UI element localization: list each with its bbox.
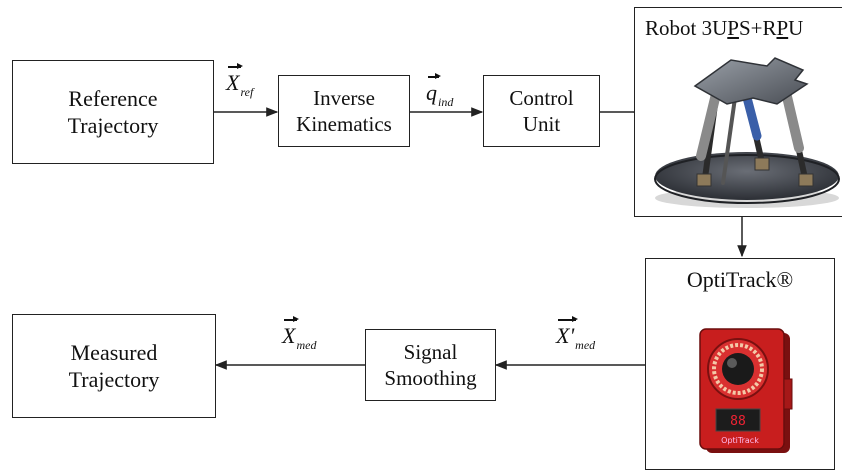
inverse-kinematics-block: Inverse Kinematics bbox=[278, 75, 410, 147]
camera-lens bbox=[722, 353, 754, 385]
robot-title: Robot 3UPS+RPU bbox=[645, 16, 803, 41]
robot-block: Robot 3UPS+RPU bbox=[634, 7, 842, 217]
measured-line2: Trajectory bbox=[68, 367, 160, 392]
inverse-line2: Kinematics bbox=[296, 112, 392, 136]
robot-title-part1: Robot 3U bbox=[645, 16, 728, 40]
reference-trajectory-block: Reference Trajectory bbox=[12, 60, 214, 164]
control-unit-block: Control Unit bbox=[483, 75, 600, 147]
optitrack-title: OptiTrack® bbox=[686, 267, 794, 292]
robot-title-part2: P bbox=[727, 16, 739, 40]
camera-lens-glare bbox=[727, 358, 737, 368]
base-joint-1 bbox=[696, 173, 712, 187]
signal-line1: Signal bbox=[403, 339, 458, 364]
measured-line1: Measured bbox=[70, 339, 158, 365]
x-ref-sub: ref bbox=[240, 85, 254, 99]
x-prime-med-main: X' bbox=[556, 316, 579, 348]
reference-line1: Reference bbox=[68, 85, 158, 111]
base-plate-edge bbox=[654, 154, 840, 204]
x-ref-main: X bbox=[226, 63, 245, 95]
base-plate bbox=[655, 152, 839, 200]
camera-display bbox=[715, 408, 761, 432]
control-line1: Control bbox=[509, 85, 574, 110]
top-platform bbox=[693, 57, 809, 105]
label-x-med: Xmed bbox=[282, 316, 317, 353]
control-line2: Unit bbox=[522, 112, 561, 136]
x-prime-med-sub: med bbox=[575, 338, 596, 352]
label-q-ind: qind bbox=[426, 73, 454, 110]
x-med-main: X bbox=[282, 316, 301, 348]
camera-led-ring bbox=[712, 343, 764, 395]
label-x-prime-med: X'med bbox=[556, 316, 596, 353]
reference-line2: Trajectory bbox=[67, 113, 159, 138]
robot-title-part4: P bbox=[776, 16, 789, 40]
signal-smoothing-block: Signal Smoothing bbox=[365, 329, 496, 401]
camera-side-port bbox=[783, 378, 793, 410]
robot-title-part5: U bbox=[788, 16, 804, 40]
base-joint-3 bbox=[798, 173, 814, 187]
inverse-line1: Inverse bbox=[313, 85, 375, 110]
measured-trajectory-block: Measured Trajectory bbox=[12, 314, 216, 418]
camera-display-digits: 88 bbox=[730, 414, 746, 429]
optitrack-block: OptiTrack® 88 OptiTrack bbox=[645, 258, 835, 470]
base-joint-2 bbox=[754, 157, 770, 171]
q-ind-sub: ind bbox=[438, 95, 454, 109]
label-x-ref: Xref bbox=[226, 63, 254, 100]
q-ind-main: q bbox=[426, 73, 441, 105]
optitrack-camera-icon: 88 OptiTrack bbox=[699, 328, 793, 453]
parallel-robot-illustration bbox=[654, 57, 840, 208]
signal-line2: Smoothing bbox=[384, 366, 477, 390]
robot-title-part3: S+R bbox=[738, 16, 777, 40]
camera-brand-label: OptiTrack bbox=[721, 436, 759, 445]
x-med-sub: med bbox=[296, 338, 317, 352]
